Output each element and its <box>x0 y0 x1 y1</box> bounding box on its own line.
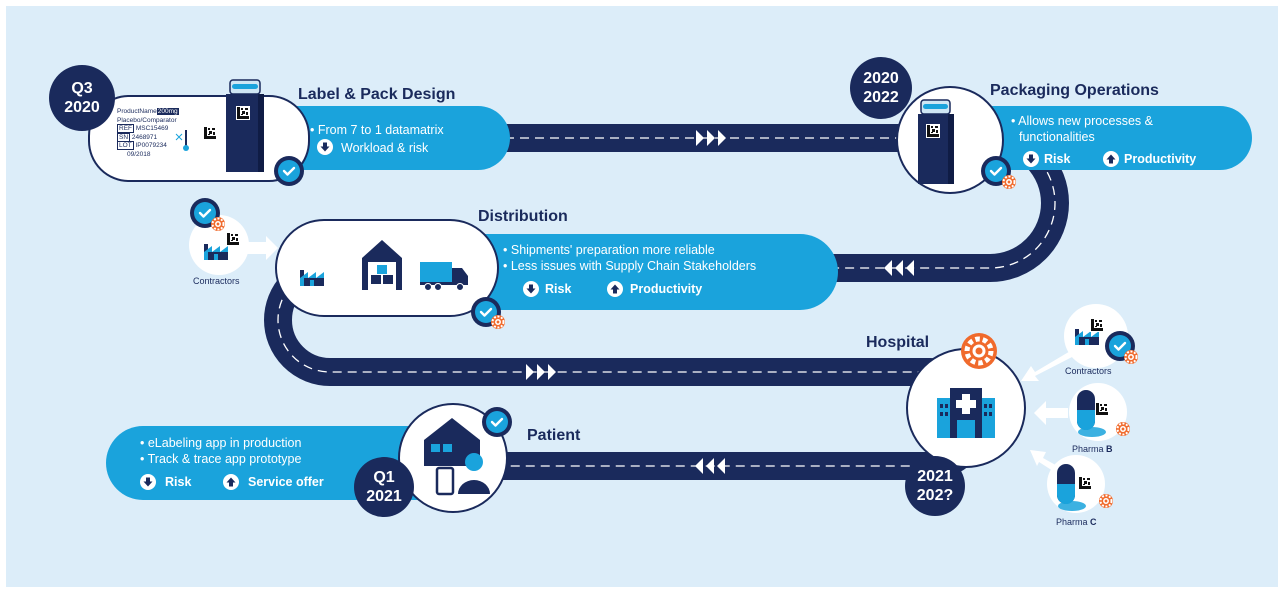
distribution-contractors-circle <box>189 215 249 275</box>
pharma-c-letter: C <box>1090 517 1097 527</box>
packaging-title: Packaging Operations <box>990 82 1159 99</box>
packaging-bullet-1: Allows new processes & <box>1018 114 1153 128</box>
ref-label: REF <box>117 124 134 134</box>
patient-date-line1: Q1 <box>373 469 395 486</box>
packaging-risk-arrow-icon <box>1023 151 1039 167</box>
patient-person-icon <box>458 453 490 494</box>
datamatrix-icon <box>203 126 217 140</box>
packaging-info-banner <box>986 106 1252 170</box>
packaging-bullet-1-cont: functionalities <box>1019 130 1095 144</box>
pharma-c-label: Pharma C <box>1056 517 1097 527</box>
packaging-date-line1: 2020 <box>863 70 899 87</box>
distribution-risk-arrow-icon <box>523 281 539 297</box>
patient-bullets: • eLabeling app in production • Track & … <box>140 436 302 466</box>
thermometer-icon <box>175 130 189 151</box>
label-pack-info-banner <box>280 106 510 170</box>
road-arrow-right-2 <box>526 364 556 380</box>
packaging-date: 2020 2022 <box>853 69 909 107</box>
road-arrow-right-1 <box>696 130 726 146</box>
pharma-b-letter: B <box>1106 444 1113 454</box>
distribution-bullet-1: Shipments' preparation more reliable <box>510 243 715 257</box>
distribution-bullets: • Shipments' preparation more reliable •… <box>503 243 757 273</box>
patient-risk-arrow-icon <box>140 474 156 490</box>
hospital-date-line1: 2021 <box>917 468 953 485</box>
pharma-c-prefix: Pharma <box>1056 517 1088 527</box>
pharma-b-to-hospital-arrow <box>1034 401 1068 425</box>
sn-value: 2468971 <box>131 133 158 141</box>
lot-value: IP0079234 <box>135 142 167 150</box>
road-arrow-left-1 <box>884 260 914 276</box>
patient-risk-label: Risk <box>165 475 192 489</box>
distribution-risk-label: Risk <box>545 282 572 296</box>
patient-checkmark-icon <box>480 405 514 439</box>
patient-bullet-2: Track & trace app prototype <box>147 452 302 466</box>
patient-date-circle <box>354 457 414 517</box>
expiry-value: 09/2018 <box>127 150 151 158</box>
product-line2: Placebo/Comparator <box>117 116 177 124</box>
hospital-contractors-label: Contractors <box>1065 366 1112 376</box>
label-pack-indicator: Workload & risk <box>341 141 429 155</box>
phone-icon <box>435 466 455 496</box>
hospital-date-line2: 202? <box>916 487 954 504</box>
hospital-title: Hospital <box>866 334 930 351</box>
packaging-date-circle <box>850 57 912 119</box>
patient-date: Q1 2021 <box>356 468 412 506</box>
sn-label: SN <box>117 132 131 142</box>
distribution-info-banner <box>470 234 838 310</box>
pharma-b-prefix: Pharma <box>1072 444 1104 454</box>
product-name-label: ProductName <box>117 108 157 115</box>
truck-icon <box>420 262 468 291</box>
patient-bullet-1: eLabeling app in production <box>147 436 302 450</box>
packaging-bullets: • Allows new processes & functionalities <box>1011 114 1153 144</box>
distribution-contractors-label: Contractors <box>193 276 240 286</box>
hospital-gear-icon <box>961 333 997 369</box>
contractors-to-distribution-arrow <box>246 236 278 260</box>
label-pack-title: Label & Pack Design <box>298 86 456 103</box>
product-name-value: 200mg <box>156 108 179 115</box>
label-pack-bullet-text: From 7 to 1 datamatrix <box>317 123 444 137</box>
lot-label: LOT <box>117 141 134 151</box>
patient-title: Patient <box>527 427 581 444</box>
distribution-contractors-checkmark-icon <box>188 196 226 232</box>
hospital-date-circle <box>905 456 965 516</box>
road-arrow-left-2 <box>695 458 725 474</box>
house-icon <box>424 418 480 466</box>
label-pack-date: Q3 2020 <box>54 79 110 117</box>
warehouse-icon <box>362 240 402 290</box>
distribution-productivity-arrow-icon <box>607 281 623 297</box>
packaging-productivity-label: Productivity <box>1124 152 1197 166</box>
distribution-title: Distribution <box>478 208 568 225</box>
distribution-productivity-label: Productivity <box>630 282 703 296</box>
label-pack-bullet: • From 7 to 1 datamatrix <box>310 123 444 137</box>
patient-date-line2: 2021 <box>366 488 402 505</box>
packaging-productivity-arrow-icon <box>1103 151 1119 167</box>
patient-service-arrow-icon <box>223 474 239 490</box>
label-pack-date-circle <box>49 65 115 131</box>
label-pack-date-line1: Q3 <box>71 80 93 97</box>
contractors-to-hospital-arrow <box>1021 350 1074 381</box>
product-label-card: ProductName200mg Placebo/Comparator REF … <box>117 108 179 160</box>
distribution-bullet-2: Less issues with Supply Chain Stakeholde… <box>510 259 757 273</box>
label-pack-checkmark-icon <box>272 154 306 188</box>
packaging-risk-label: Risk <box>1044 152 1071 166</box>
pharma-b-label: Pharma B <box>1072 444 1113 454</box>
ref-value: MSC15469 <box>135 125 169 133</box>
label-pack-box-icon <box>226 79 264 172</box>
patient-service-label: Service offer <box>248 475 324 489</box>
packaging-box-icon <box>918 99 954 184</box>
workload-down-arrow-icon <box>317 139 333 155</box>
label-pack-date-line2: 2020 <box>64 99 100 116</box>
hospital-building-icon <box>937 388 995 438</box>
hospital-date: 2021 202? <box>907 467 963 505</box>
packaging-date-line2: 2022 <box>863 89 899 106</box>
